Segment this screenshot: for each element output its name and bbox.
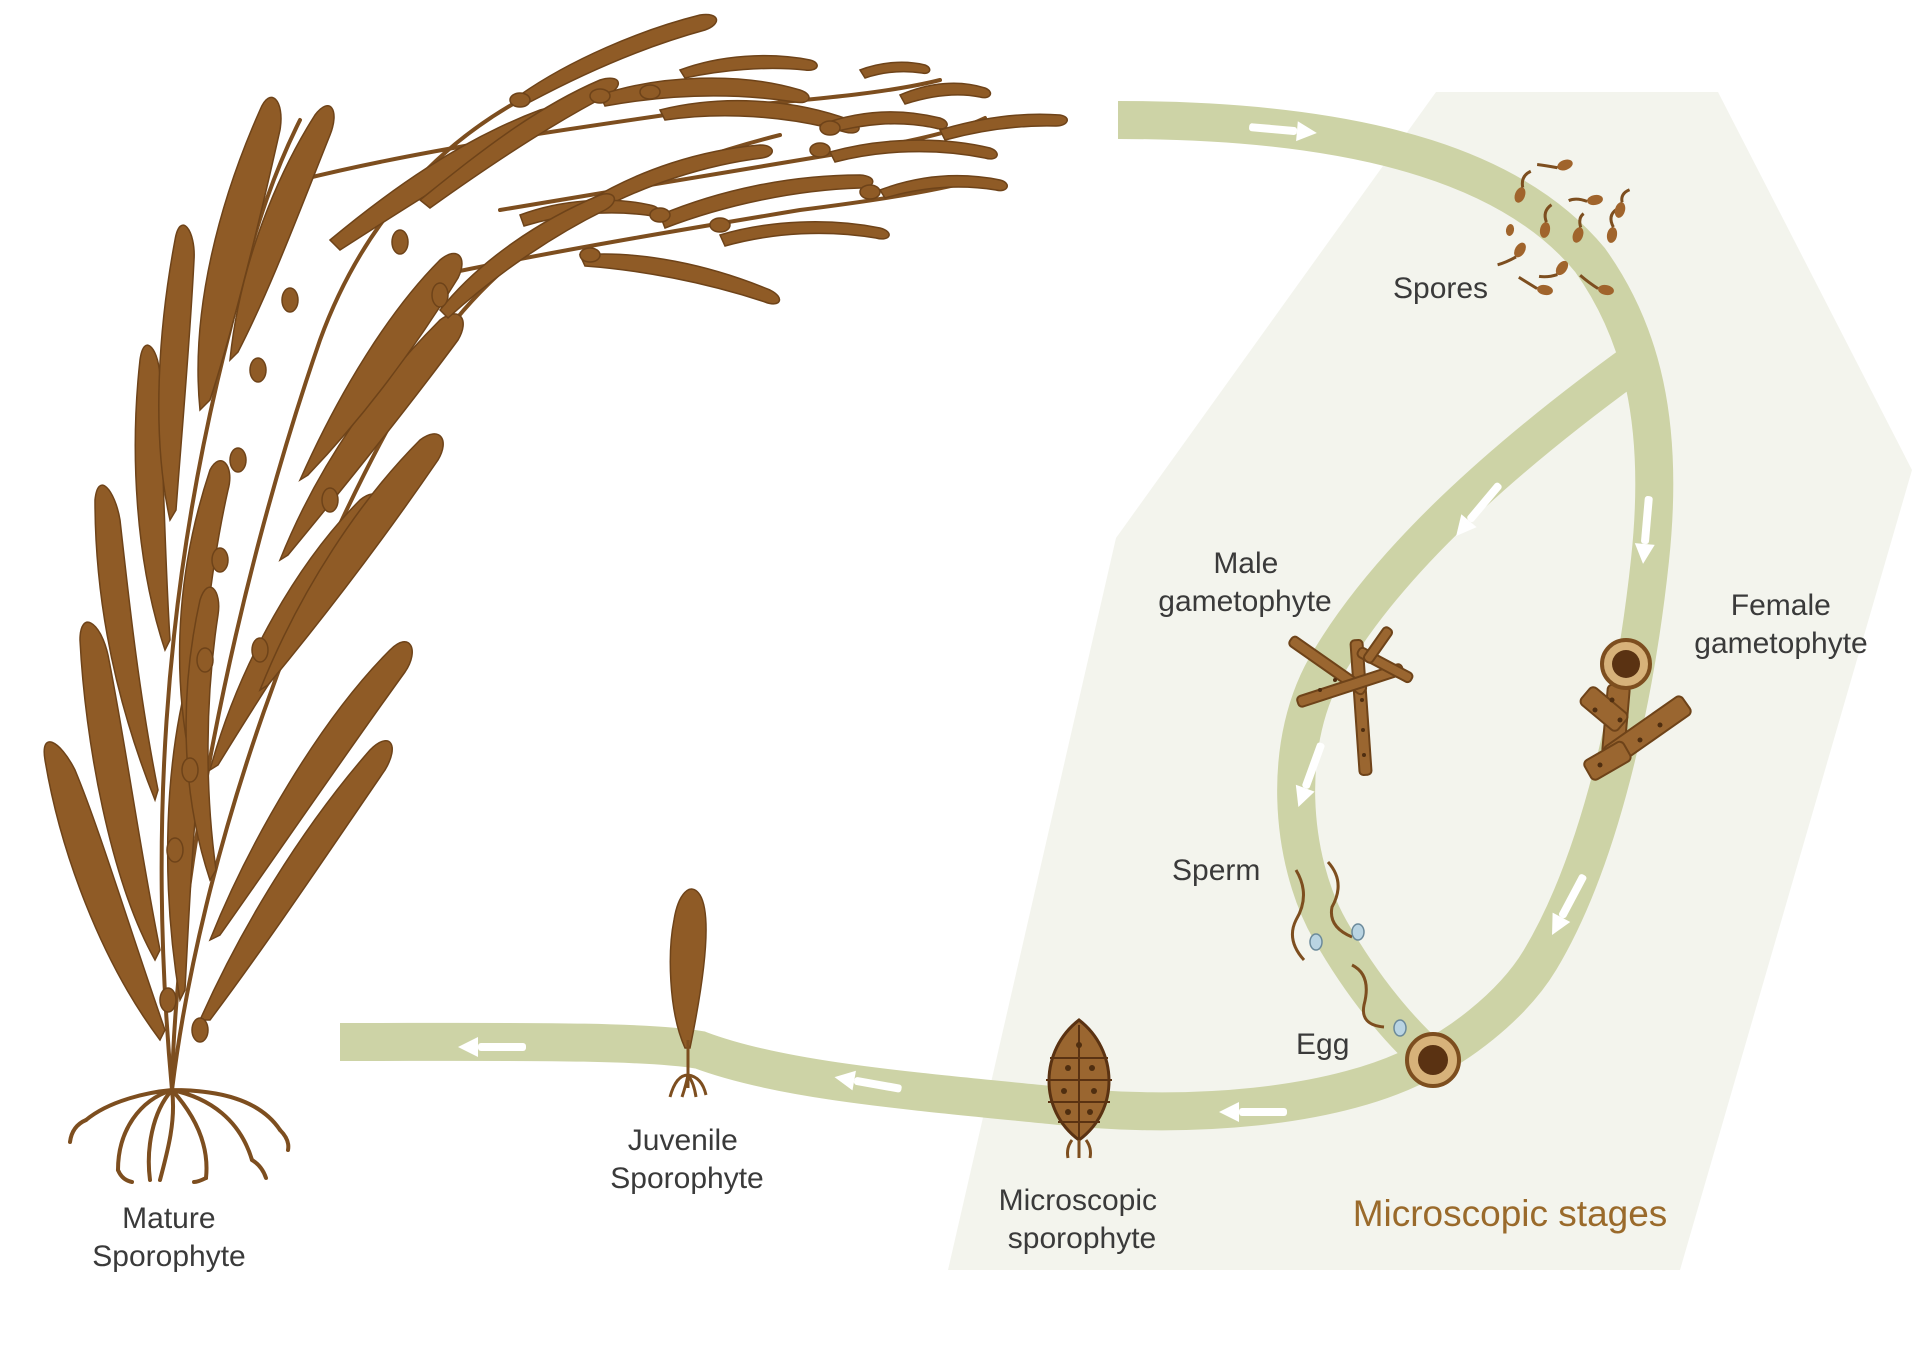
egg-label: Egg bbox=[1296, 1028, 1349, 1061]
juvenile-sporophyte-label: Juvenile Sporophyte bbox=[610, 1124, 763, 1195]
arrow-bottom-2 bbox=[834, 1070, 902, 1093]
microscopic-sporophyte-label: Microscopic sporophyte bbox=[999, 1184, 1166, 1255]
microscopic-stages-zone bbox=[948, 92, 1912, 1270]
microscopic-sporophyte-illustration bbox=[1046, 1018, 1112, 1159]
arrow-inner-branch bbox=[1456, 482, 1502, 537]
female-gametophyte-illustration bbox=[1579, 638, 1692, 781]
egg-illustration bbox=[1405, 1032, 1461, 1088]
microscopic-stages-title: Microscopic stages bbox=[1353, 1193, 1668, 1234]
arrow-bottom-3 bbox=[458, 1037, 526, 1057]
mature-sporophyte-illustration bbox=[43, 13, 1068, 1184]
arrow-right-down bbox=[1634, 496, 1655, 564]
direction-arrows bbox=[458, 121, 1655, 1122]
arrow-bottom-1 bbox=[1219, 1102, 1287, 1122]
juvenile-sporophyte-illustration bbox=[668, 888, 708, 1098]
sperm-label: Sperm bbox=[1172, 854, 1260, 887]
spores-illustration bbox=[1497, 159, 1631, 296]
spores-label: Spores bbox=[1393, 272, 1488, 305]
arrow-inner-down bbox=[1295, 742, 1325, 807]
female-gametophyte-label: Female gametophyte bbox=[1694, 589, 1867, 660]
sperm-illustration bbox=[1290, 860, 1407, 1037]
arrow-top bbox=[1249, 121, 1317, 142]
labels: Spores Male gametophyte Female gametophy… bbox=[92, 272, 1867, 1273]
male-gametophyte-label: Male gametophyte bbox=[1158, 547, 1331, 618]
mature-sporophyte-label: Mature Sporophyte bbox=[92, 1202, 245, 1273]
arrow-outer-down bbox=[1552, 874, 1587, 936]
male-gametophyte-illustration bbox=[1288, 626, 1414, 776]
